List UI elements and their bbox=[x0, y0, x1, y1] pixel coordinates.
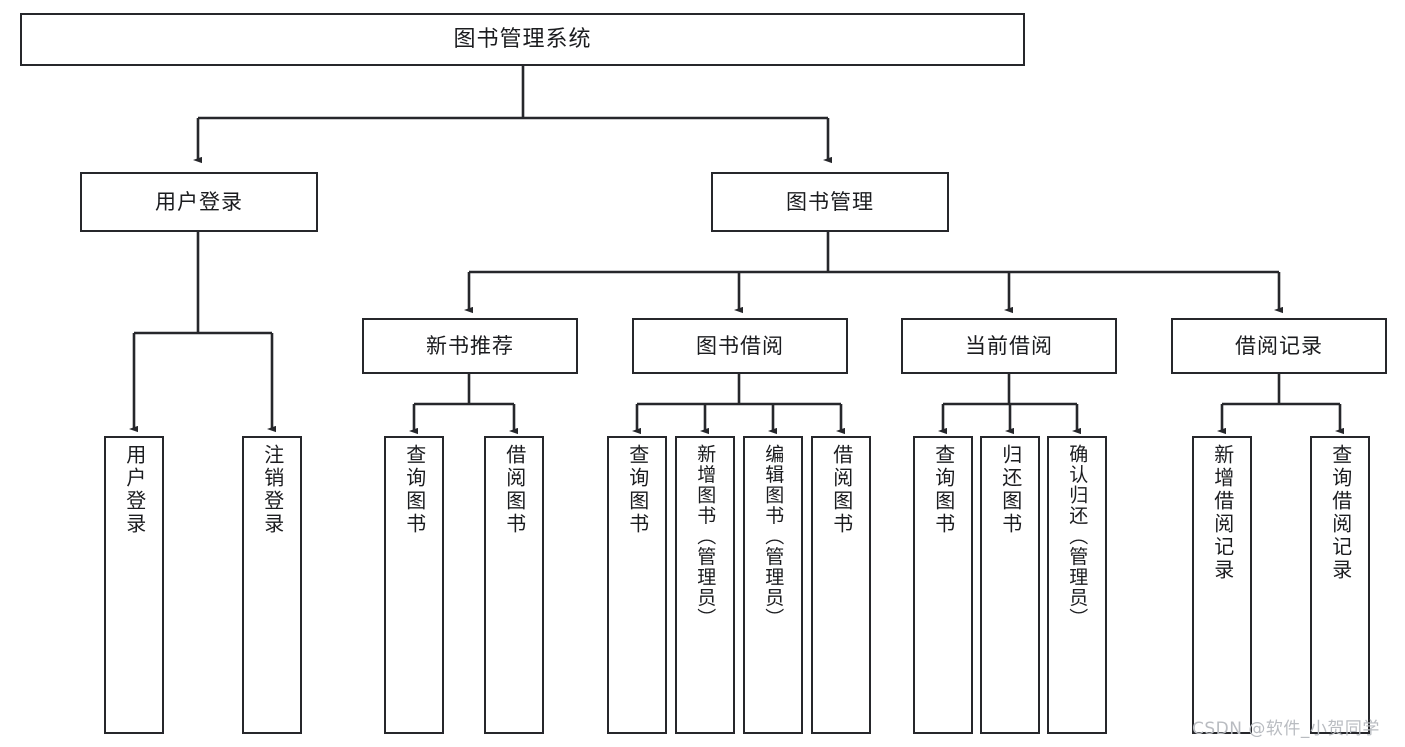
node-book-borrow[interactable]: 图书借阅 bbox=[632, 318, 848, 374]
leaf-borrow-edit-book-admin[interactable]: 编辑图书（管理员） bbox=[743, 436, 803, 734]
node-label: 借阅记录 bbox=[1235, 333, 1323, 358]
node-label: 借阅图书 bbox=[829, 444, 854, 536]
node-label: 新书推荐 bbox=[426, 333, 514, 358]
leaf-recommend-borrow-book[interactable]: 借阅图书 bbox=[484, 436, 544, 734]
node-label: 新增图书（管理员） bbox=[694, 444, 717, 629]
leaf-recommend-query-book[interactable]: 查询图书 bbox=[384, 436, 444, 734]
csdn-watermark: CSDN @软件_小贺同学 bbox=[1192, 719, 1380, 739]
leaf-borrow-borrow-book[interactable]: 借阅图书 bbox=[811, 436, 871, 734]
leaf-borrow-query-book[interactable]: 查询图书 bbox=[607, 436, 667, 734]
node-label: 查询图书 bbox=[931, 444, 956, 536]
leaf-current-query-book[interactable]: 查询图书 bbox=[913, 436, 973, 734]
node-label: 查询借阅记录 bbox=[1328, 444, 1353, 582]
leaf-records-query-record[interactable]: 查询借阅记录 bbox=[1310, 436, 1370, 734]
leaf-current-return-book[interactable]: 归还图书 bbox=[980, 436, 1040, 734]
node-label: 注销登录 bbox=[260, 444, 285, 536]
node-label: 用户登录 bbox=[122, 444, 147, 536]
node-borrow-records[interactable]: 借阅记录 bbox=[1171, 318, 1387, 374]
node-label: 查询图书 bbox=[625, 444, 650, 536]
node-root-book-management-system[interactable]: 图书管理系统 bbox=[20, 13, 1025, 66]
leaf-current-confirm-return-admin[interactable]: 确认归还（管理员） bbox=[1047, 436, 1107, 734]
leaf-records-add-record[interactable]: 新增借阅记录 bbox=[1192, 436, 1252, 734]
node-label: 用户登录 bbox=[155, 189, 243, 214]
node-label: 当前借阅 bbox=[965, 333, 1053, 358]
node-label: 新增借阅记录 bbox=[1210, 444, 1235, 582]
node-new-book-recommend[interactable]: 新书推荐 bbox=[362, 318, 578, 374]
node-label: 归还图书 bbox=[998, 444, 1023, 536]
node-current-borrow[interactable]: 当前借阅 bbox=[901, 318, 1117, 374]
node-label: 查询图书 bbox=[402, 444, 427, 536]
node-book-management[interactable]: 图书管理 bbox=[711, 172, 949, 232]
leaf-user-login-signin[interactable]: 用户登录 bbox=[104, 436, 164, 734]
node-label: 编辑图书（管理员） bbox=[762, 444, 785, 629]
node-label: 借阅图书 bbox=[502, 444, 527, 536]
node-label: 图书管理系统 bbox=[453, 26, 592, 52]
node-label: 图书管理 bbox=[786, 189, 874, 214]
leaf-borrow-add-book-admin[interactable]: 新增图书（管理员） bbox=[675, 436, 735, 734]
node-label: 图书借阅 bbox=[696, 333, 784, 358]
node-label: 确认归还（管理员） bbox=[1066, 444, 1089, 629]
leaf-user-login-signout[interactable]: 注销登录 bbox=[242, 436, 302, 734]
node-user-login[interactable]: 用户登录 bbox=[80, 172, 318, 232]
